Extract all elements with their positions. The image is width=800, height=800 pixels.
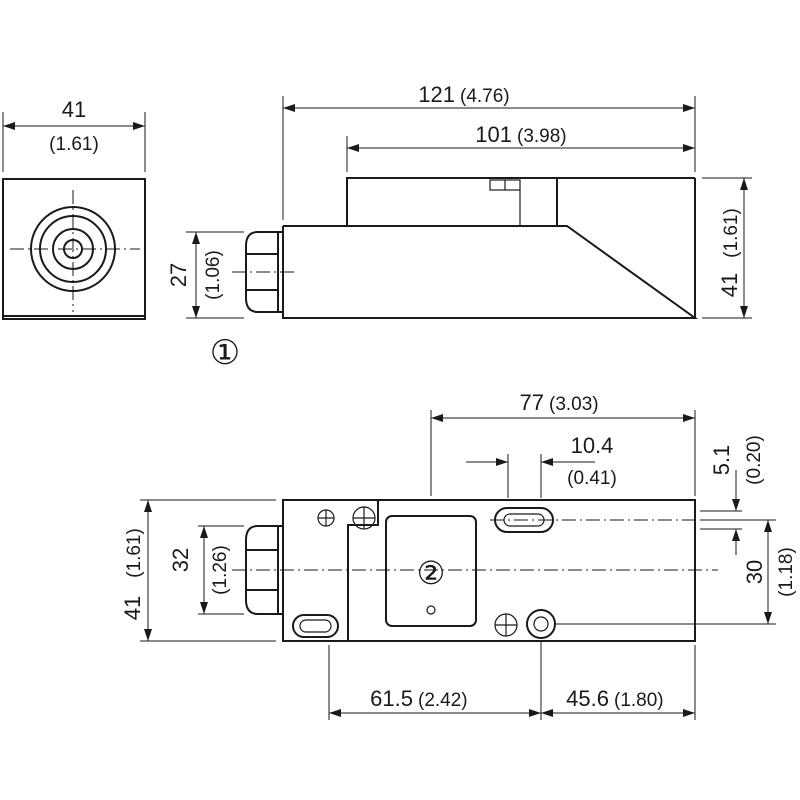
arrow bbox=[683, 104, 695, 112]
arrow bbox=[144, 500, 152, 512]
arrow bbox=[496, 458, 508, 466]
screw-2-cross bbox=[353, 507, 375, 529]
slot-width-inch: (0.41) bbox=[567, 468, 617, 489]
body-length-mm: 101 bbox=[475, 122, 512, 147]
connector-height-inch: (1.06) bbox=[203, 250, 224, 300]
arrow bbox=[329, 709, 341, 717]
mounting-slot-bottom-inner bbox=[299, 619, 332, 633]
top-housing bbox=[282, 499, 696, 642]
side-top-block bbox=[346, 177, 695, 226]
side-height-mm: 41 bbox=[717, 273, 742, 297]
mounting-slot-top bbox=[494, 507, 554, 533]
arrow bbox=[683, 414, 695, 422]
arrow bbox=[200, 602, 208, 614]
arrow bbox=[200, 526, 208, 538]
left-to-hole-mm: 61.5 bbox=[370, 686, 413, 711]
screw-3-cross bbox=[495, 614, 517, 636]
arrow bbox=[740, 178, 748, 190]
hole-spacing-inch: (1.18) bbox=[776, 547, 797, 597]
arrow bbox=[431, 414, 443, 422]
connector-center bbox=[63, 239, 83, 259]
front-width-mm: 41 bbox=[62, 97, 86, 122]
mounting-slot-top-inner bbox=[503, 513, 545, 527]
hole-span-mm: 77 bbox=[520, 390, 544, 415]
connector-outer-ring bbox=[30, 206, 116, 292]
arrow bbox=[144, 629, 152, 641]
top-inner-step bbox=[347, 500, 379, 641]
front-width-inch: (1.61) bbox=[49, 134, 99, 155]
arrow bbox=[192, 232, 200, 244]
nut-body bbox=[245, 231, 279, 313]
arrow bbox=[133, 122, 145, 130]
arrow bbox=[732, 499, 740, 511]
body-length-inch: (3.98) bbox=[517, 126, 567, 147]
mounting-hole bbox=[526, 609, 556, 639]
arrow bbox=[541, 709, 553, 717]
overall-length-mm: 121 bbox=[418, 82, 455, 107]
arrow bbox=[740, 306, 748, 318]
front-view: 41 (1.61) bbox=[2, 97, 146, 320]
top-nut-body bbox=[245, 525, 279, 615]
hole-to-right-mm: 45.6 bbox=[566, 686, 609, 711]
connector-inner-ring bbox=[52, 228, 94, 270]
arrow bbox=[764, 520, 772, 532]
arrow bbox=[764, 612, 772, 624]
hole-span-inch: (3.03) bbox=[549, 394, 599, 415]
slot-offset-mm: 5.1 bbox=[709, 445, 734, 476]
arrow bbox=[683, 144, 695, 152]
led-indicator bbox=[426, 605, 436, 615]
callout-connector: ① bbox=[210, 334, 240, 372]
overall-length-inch: (4.76) bbox=[460, 86, 510, 107]
top-height-mm: 41 bbox=[120, 596, 145, 620]
mounting-slot-bottom bbox=[292, 614, 339, 638]
hole-to-right-inch: (1.80) bbox=[614, 690, 664, 711]
mount-height-inch: (1.26) bbox=[210, 545, 231, 595]
arrow bbox=[283, 104, 295, 112]
arrow bbox=[541, 458, 553, 466]
screw-1-cross bbox=[318, 510, 334, 526]
top-view: ② 77 (3.03) 10.4 bbox=[120, 390, 797, 720]
slot-width-mm: 10.4 bbox=[571, 433, 614, 458]
left-to-hole-inch: (2.42) bbox=[418, 690, 468, 711]
connector-height-mm: 27 bbox=[166, 263, 191, 287]
arrow bbox=[347, 144, 359, 152]
hole-spacing-mm: 30 bbox=[742, 560, 767, 584]
side-height-inch: (1.61) bbox=[721, 208, 742, 258]
side-housing bbox=[282, 225, 699, 319]
arrow bbox=[683, 709, 695, 717]
connector-middle-ring bbox=[39, 215, 107, 283]
arrow bbox=[192, 306, 200, 318]
front-view-outline bbox=[2, 178, 146, 320]
mounting-hole-inner bbox=[533, 616, 549, 632]
arrow bbox=[732, 529, 740, 541]
sensing-face bbox=[385, 515, 477, 627]
arrow bbox=[529, 709, 541, 717]
top-height-inch: (1.61) bbox=[124, 528, 145, 578]
side-view: 121 (4.76) 101 (3.98) 27 (1.06) 41 (1.61… bbox=[166, 82, 752, 372]
slot-offset-inch: (0.20) bbox=[744, 435, 765, 485]
mount-height-mm: 32 bbox=[168, 548, 193, 572]
arrow bbox=[3, 122, 15, 130]
callout-sensing-face: ② bbox=[417, 555, 446, 591]
